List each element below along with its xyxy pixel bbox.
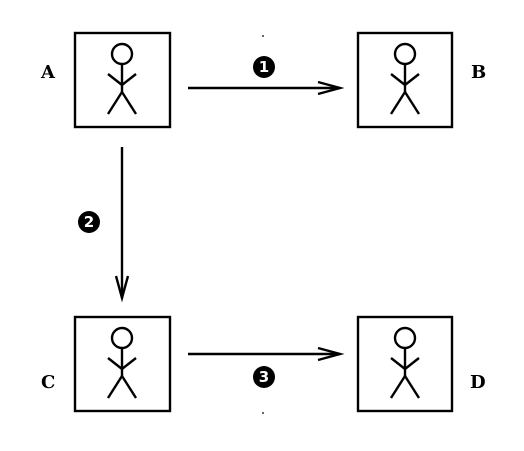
node-label-a: A — [41, 62, 55, 83]
node-box-d — [356, 315, 454, 413]
arrow-c-to-d — [188, 346, 345, 362]
node-label-d: D — [470, 372, 486, 393]
step-badge-2: 2 — [78, 211, 100, 233]
node-box-c — [73, 315, 172, 413]
speck — [262, 35, 264, 37]
node-box-a — [73, 31, 172, 129]
node-label-c: C — [41, 372, 56, 393]
arrow-a-to-b — [188, 80, 345, 96]
step-badge-1: 1 — [253, 56, 275, 78]
node-label-b: B — [471, 62, 487, 83]
arrow-a-to-c — [114, 147, 130, 303]
step-badge-3: 3 — [253, 366, 275, 388]
node-box-b — [356, 31, 454, 129]
speck — [262, 412, 264, 414]
